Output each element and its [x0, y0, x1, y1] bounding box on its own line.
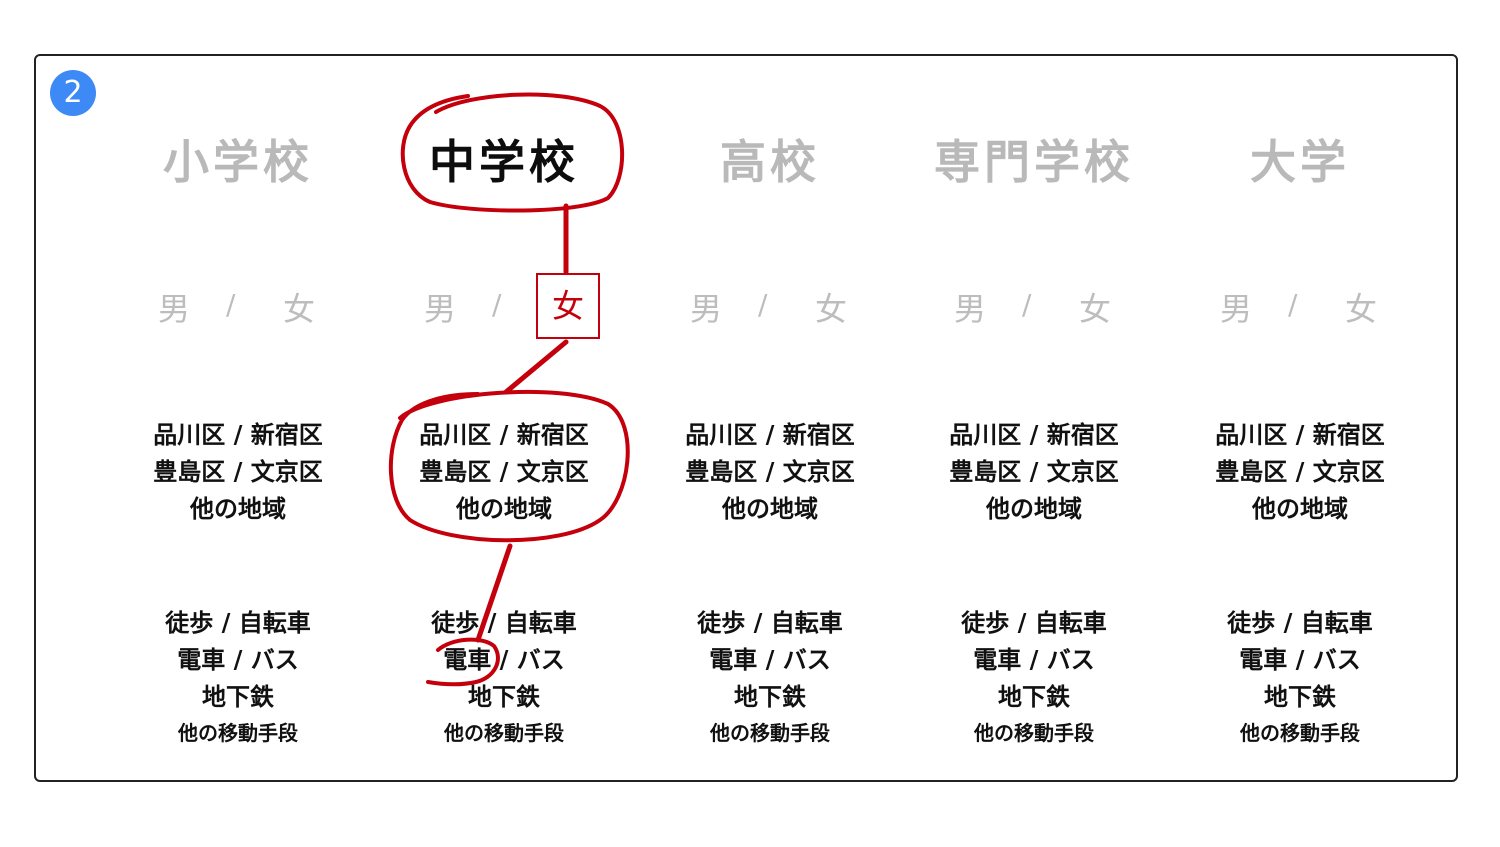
column-high-school: 高校 男 / 女 品川区 / 新宿区 豊島区 / 文京区 他の地域 徒歩 / 自…: [650, 0, 890, 847]
column-elementary: 小学校 男 / 女 品川区 / 新宿区 豊島区 / 文京区 他の地域 徒歩 / …: [118, 0, 358, 847]
gender-female-option[interactable]: 女: [1079, 290, 1112, 328]
transport-option[interactable]: 地下鉄: [202, 682, 274, 711]
column-junior-high: 中学校 男 / 女 品川区 / 新宿区 豊島区 / 文京区 他の地域 徒歩 / …: [384, 0, 624, 847]
school-option-university[interactable]: 大学: [1250, 135, 1350, 189]
transport-option[interactable]: 徒歩 / 自転車: [165, 608, 311, 637]
transport-option[interactable]: 電車 / バス: [1239, 645, 1361, 674]
gender-male-option[interactable]: 男: [690, 290, 723, 328]
area-option[interactable]: 豊島区 / 文京区: [949, 457, 1119, 486]
area-option[interactable]: 豊島区 / 文京区: [153, 457, 323, 486]
transport-option[interactable]: 他の移動手段: [1240, 721, 1360, 745]
area-option[interactable]: 品川区 / 新宿区: [1215, 420, 1385, 449]
transport-option[interactable]: 地下鉄: [1264, 682, 1336, 711]
transport-options: 徒歩 / 自転車 電車 / バス 地下鉄 他の移動手段: [1180, 604, 1420, 752]
transport-option[interactable]: 他の移動手段: [178, 721, 298, 745]
transport-options: 徒歩 / 自転車 電車 / バス 地下鉄 他の移動手段: [384, 604, 624, 752]
area-option[interactable]: 豊島区 / 文京区: [1215, 457, 1385, 486]
area-options: 品川区 / 新宿区 豊島区 / 文京区 他の地域: [384, 416, 624, 527]
transport-option[interactable]: 他の移動手段: [444, 721, 564, 745]
area-option[interactable]: 品川区 / 新宿区: [949, 420, 1119, 449]
transport-option[interactable]: 電車 / バス: [177, 645, 299, 674]
gender-female-option[interactable]: 女: [283, 290, 316, 328]
area-option[interactable]: 品川区 / 新宿区: [153, 420, 323, 449]
gender-options: 男 / 女: [118, 284, 358, 328]
area-option[interactable]: 他の地域: [456, 494, 552, 523]
area-options: 品川区 / 新宿区 豊島区 / 文京区 他の地域: [650, 416, 890, 527]
gender-separator: /: [1022, 288, 1032, 321]
gender-options: 男 / 女: [384, 273, 624, 339]
step-number-badge: 2: [50, 70, 96, 116]
school-option-vocational[interactable]: 専門学校: [934, 135, 1134, 189]
transport-option[interactable]: 電車 / バス: [443, 645, 565, 674]
gender-options: 男 / 女: [650, 284, 890, 328]
column-university: 大学 男 / 女 品川区 / 新宿区 豊島区 / 文京区 他の地域 徒歩 / 自…: [1180, 0, 1420, 847]
gender-male-option[interactable]: 男: [954, 290, 987, 328]
transport-options: 徒歩 / 自転車 電車 / バス 地下鉄 他の移動手段: [118, 604, 358, 752]
transport-option[interactable]: 他の移動手段: [974, 721, 1094, 745]
area-option[interactable]: 豊島区 / 文京区: [685, 457, 855, 486]
gender-separator: /: [226, 288, 236, 321]
gender-female-option-selected[interactable]: 女: [536, 273, 600, 339]
transport-options: 徒歩 / 自転車 電車 / バス 地下鉄 他の移動手段: [914, 604, 1154, 752]
area-option[interactable]: 他の地域: [986, 494, 1082, 523]
area-option[interactable]: 他の地域: [190, 494, 286, 523]
gender-options: 男 / 女: [1180, 284, 1420, 328]
transport-option[interactable]: 徒歩 / 自転車: [1227, 608, 1373, 637]
transport-option[interactable]: 電車 / バス: [709, 645, 831, 674]
school-option-high-school[interactable]: 高校: [720, 135, 820, 189]
area-options: 品川区 / 新宿区 豊島区 / 文京区 他の地域: [914, 416, 1154, 527]
transport-options: 徒歩 / 自転車 電車 / バス 地下鉄 他の移動手段: [650, 604, 890, 752]
transport-option[interactable]: 徒歩 / 自転車: [697, 608, 843, 637]
gender-male-option[interactable]: 男: [158, 290, 191, 328]
transport-option[interactable]: 地下鉄: [468, 682, 540, 711]
transport-option[interactable]: 徒歩 / 自転車: [431, 608, 577, 637]
transport-option[interactable]: 地下鉄: [998, 682, 1070, 711]
area-option[interactable]: 他の地域: [722, 494, 818, 523]
transport-option[interactable]: 電車 / バス: [973, 645, 1095, 674]
gender-separator: /: [492, 288, 502, 321]
diagram-frame: [34, 54, 1458, 782]
gender-female-option[interactable]: 女: [815, 290, 848, 328]
column-vocational-school: 専門学校 男 / 女 品川区 / 新宿区 豊島区 / 文京区 他の地域 徒歩 /…: [914, 0, 1154, 847]
area-options: 品川区 / 新宿区 豊島区 / 文京区 他の地域: [1180, 416, 1420, 527]
school-option-elementary[interactable]: 小学校: [163, 135, 313, 189]
area-option[interactable]: 品川区 / 新宿区: [419, 420, 589, 449]
gender-options: 男 / 女: [914, 284, 1154, 328]
area-option[interactable]: 豊島区 / 文京区: [419, 457, 589, 486]
gender-separator: /: [758, 288, 768, 321]
area-option[interactable]: 他の地域: [1252, 494, 1348, 523]
transport-option[interactable]: 地下鉄: [734, 682, 806, 711]
gender-separator: /: [1288, 288, 1298, 321]
gender-female-option[interactable]: 女: [1345, 290, 1378, 328]
school-option-junior-high[interactable]: 中学校: [429, 135, 579, 189]
transport-option[interactable]: 他の移動手段: [710, 721, 830, 745]
gender-male-option[interactable]: 男: [1220, 290, 1253, 328]
gender-male-option[interactable]: 男: [424, 290, 457, 328]
transport-option[interactable]: 徒歩 / 自転車: [961, 608, 1107, 637]
area-options: 品川区 / 新宿区 豊島区 / 文京区 他の地域: [118, 416, 358, 527]
area-option[interactable]: 品川区 / 新宿区: [685, 420, 855, 449]
